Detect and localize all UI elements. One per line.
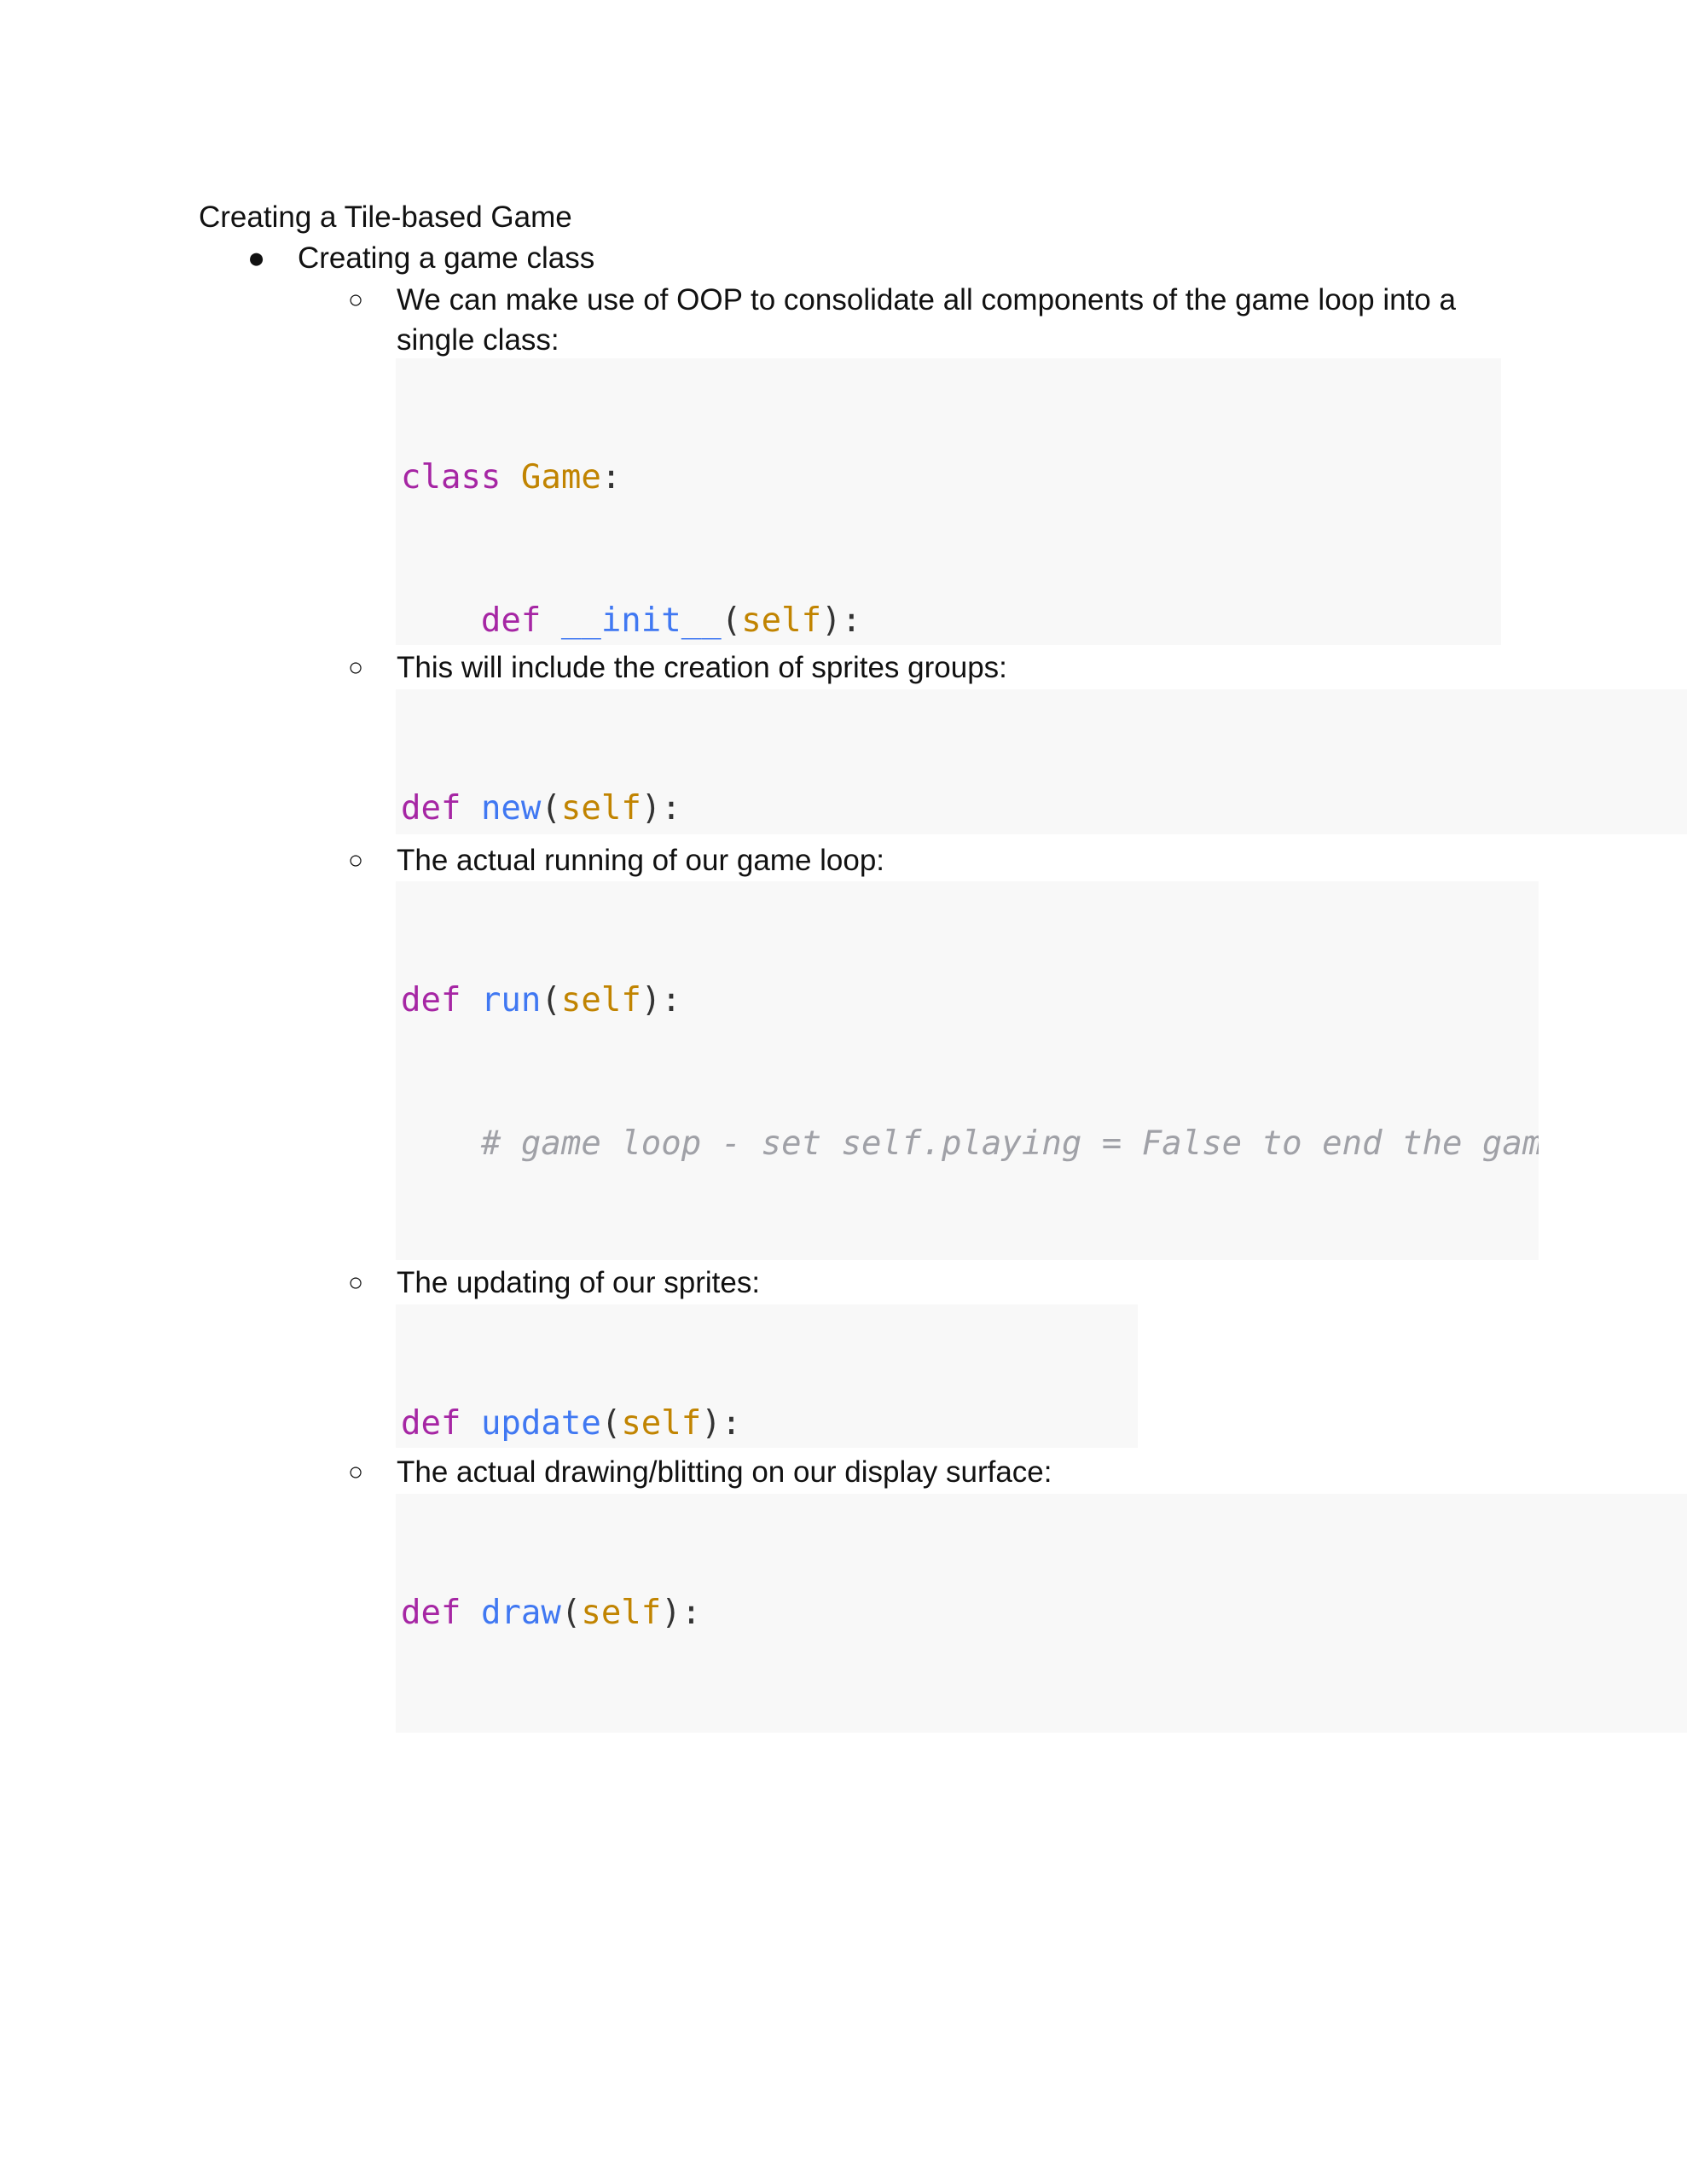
code-line: def __init__(self): xyxy=(480,601,862,640)
subitem-text: The updating of our sprites: xyxy=(397,1266,761,1299)
circle-bullet-icon: ○ xyxy=(348,286,364,314)
code-line: def run(self): xyxy=(401,981,681,1019)
bullet-text: Creating a game class xyxy=(298,241,595,275)
subitem-text: The actual running of our game loop: xyxy=(397,844,885,877)
code-line: def new(self): xyxy=(401,789,681,828)
code-block-run: def run(self): # game loop - set self.pl… xyxy=(396,881,1539,1260)
code-line: # game loop - set self.playing = False t… xyxy=(401,1124,1539,1163)
code-line: class Game: xyxy=(401,458,622,497)
page-title: Creating a Tile-based Game xyxy=(199,200,572,234)
circle-bullet-icon: ○ xyxy=(348,653,364,682)
subitem-text: We can make use of OOP to consolidate al… xyxy=(397,283,1456,357)
circle-bullet-icon: ○ xyxy=(348,1269,364,1297)
subitem-text: This will include the creation of sprite… xyxy=(397,651,1007,684)
circle-bullet-icon: ○ xyxy=(348,846,364,874)
code-block-update: def update(self): # update portion of th… xyxy=(396,1304,1138,1448)
code-line: def update(self): xyxy=(401,1404,742,1443)
subitem-text: The actual drawing/blitting on our displ… xyxy=(397,1455,1052,1489)
code-line: def draw(self): xyxy=(401,1594,702,1632)
bullet-dot-icon: ● xyxy=(247,241,266,275)
code-block-class: class Game: def __init__(self): pg.init(… xyxy=(396,358,1501,645)
code-block-draw: def draw(self): self.screen.fill(BGCOLOR… xyxy=(396,1494,1687,1733)
code-block-new: def new(self): # initialize all variable… xyxy=(396,689,1687,834)
circle-bullet-icon: ○ xyxy=(348,1458,364,1486)
